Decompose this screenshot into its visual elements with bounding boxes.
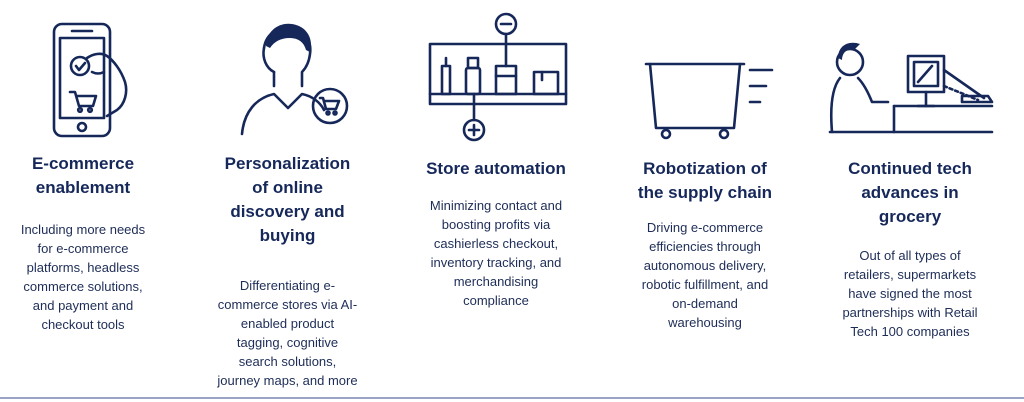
column-robotization: Robotization of the supply chain Driving…	[620, 0, 790, 395]
item-description: Driving e-commerce efficiencies through …	[641, 220, 769, 330]
robot-cart-icon	[620, 6, 790, 142]
item-title: Continued tech advances in grocery	[848, 159, 972, 226]
item-description: Differentiating e- commerce stores via A…	[217, 278, 358, 388]
store-shelf-icon	[410, 6, 582, 142]
item-description: Minimizing contact and boosting profits …	[429, 198, 563, 308]
item-title: Store automation	[426, 159, 566, 178]
item-title: E-commerce enablement	[31, 154, 135, 197]
item-title: Robotization of the supply chain	[637, 159, 773, 202]
column-tech-grocery: Continued tech advances in grocery Out o…	[820, 0, 1000, 395]
item-description: Out of all types of retailers, supermark…	[842, 248, 978, 339]
column-store-automation: Store automation Minimizing contact and …	[410, 0, 582, 395]
bottom-divider	[0, 397, 1024, 399]
column-personalization: Personalization of online discovery and …	[205, 0, 370, 395]
smartphone-cart-icon	[0, 6, 166, 142]
person-computer-icon	[820, 6, 1000, 142]
item-title: Personalization of online discovery and …	[224, 154, 351, 245]
column-ecommerce-enablement: E-commerce enablement Including more nee…	[0, 0, 166, 395]
person-cart-icon	[205, 6, 370, 142]
item-description: Including more needs for e-commerce plat…	[20, 222, 146, 332]
